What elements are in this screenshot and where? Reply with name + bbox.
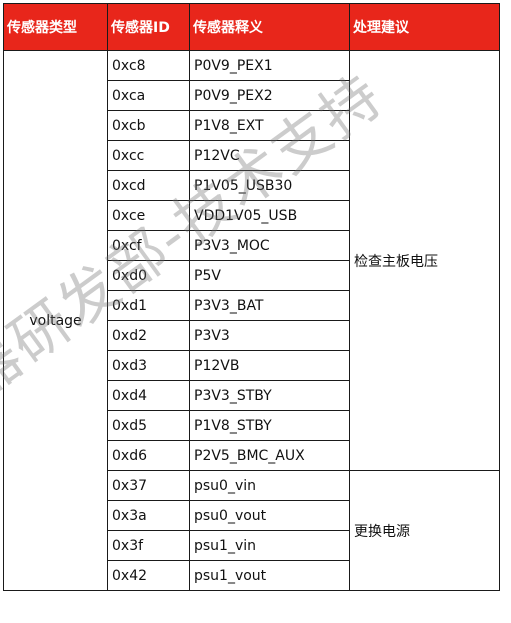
sensor-meaning-cell: psu0_vout xyxy=(189,500,350,531)
sensor-meaning-cell: P3V3_STBY xyxy=(189,380,350,411)
header-row: 传感器类型 传感器ID 传感器释义 处理建议 xyxy=(3,3,500,51)
sensor-id-cell: 0xcb xyxy=(107,110,190,141)
sensor-meaning-cell: P1V8_EXT xyxy=(189,110,350,141)
sensor-meaning-cell: VDD1V05_USB xyxy=(189,200,350,231)
sensor-id-cell: 0xc8 xyxy=(107,50,190,81)
sensor-meaning-cell: P0V9_PEX1 xyxy=(189,50,350,81)
sensor-id-cell: 0xd0 xyxy=(107,260,190,291)
sensor-id-cell: 0xd3 xyxy=(107,350,190,381)
sensor-id-cell: 0xd5 xyxy=(107,410,190,441)
header-action: 处理建议 xyxy=(349,3,500,51)
sensor-meaning-cell: P0V9_PEX2 xyxy=(189,80,350,111)
sensor-meaning-cell: P3V3_MOC xyxy=(189,230,350,261)
table-header: 传感器类型 传感器ID 传感器释义 处理建议 xyxy=(3,3,500,51)
sensor-id-cell: 0xca xyxy=(107,80,190,111)
sensor-id-cell: 0xd1 xyxy=(107,290,190,321)
sensor-meaning-cell: P3V3 xyxy=(189,320,350,351)
sensor-type-cell: voltage xyxy=(3,50,108,591)
header-sensor-meaning: 传感器释义 xyxy=(189,3,350,51)
sensor-meaning-cell: psu1_vout xyxy=(189,560,350,591)
sensor-id-cell: 0xcf xyxy=(107,230,190,261)
sensor-id-cell: 0xd6 xyxy=(107,440,190,471)
sensor-meaning-cell: P12VB xyxy=(189,350,350,381)
sensor-meaning-cell: P1V05_USB30 xyxy=(189,170,350,201)
sensor-meaning-cell: psu1_vin xyxy=(189,530,350,561)
sensor-id-cell: 0x3a xyxy=(107,500,190,531)
header-sensor-type: 传感器类型 xyxy=(3,3,108,51)
sensor-id-cell: 0xce xyxy=(107,200,190,231)
sensor-meaning-cell: P5V xyxy=(189,260,350,291)
sensor-meaning-cell: P12VC xyxy=(189,140,350,171)
sensor-meaning-cell: P1V8_STBY xyxy=(189,410,350,441)
sensor-meaning-cell: P2V5_BMC_AUX xyxy=(189,440,350,471)
sensor-id-cell: 0xcc xyxy=(107,140,190,171)
sensor-meaning-cell: psu0_vin xyxy=(189,470,350,501)
action-cell: 更换电源 xyxy=(349,470,500,591)
header-sensor-id: 传感器ID xyxy=(107,3,190,51)
sensor-id-cell: 0xd4 xyxy=(107,380,190,411)
action-cell: 检查主板电压 xyxy=(349,50,500,471)
sensor-id-cell: 0xd2 xyxy=(107,320,190,351)
sensor-id-cell: 0xcd xyxy=(107,170,190,201)
sensor-id-cell: 0x37 xyxy=(107,470,190,501)
sensor-meaning-cell: P3V3_BAT xyxy=(189,290,350,321)
sensor-id-cell: 0x42 xyxy=(107,560,190,591)
sensor-id-cell: 0x3f xyxy=(107,530,190,561)
